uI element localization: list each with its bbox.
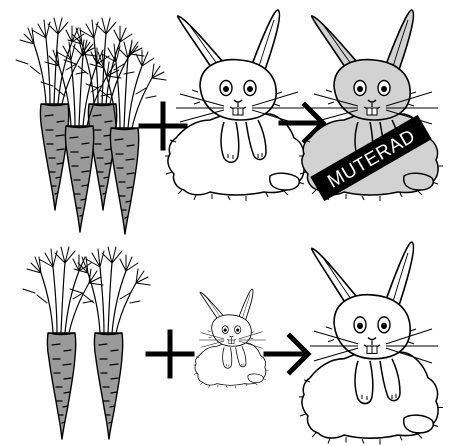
white-rabbit bbox=[165, 10, 309, 201]
carrot-icon bbox=[23, 247, 103, 439]
plus-icon bbox=[148, 332, 192, 376]
arrow-right-icon bbox=[266, 336, 308, 372]
row-2 bbox=[23, 242, 443, 445]
large-white-rabbit bbox=[299, 242, 443, 445]
carrot-bunch-two bbox=[23, 247, 150, 439]
carrot-icon bbox=[70, 247, 150, 439]
row-1: MUTERAD bbox=[16, 10, 443, 234]
small-white-rabbit bbox=[193, 289, 268, 388]
